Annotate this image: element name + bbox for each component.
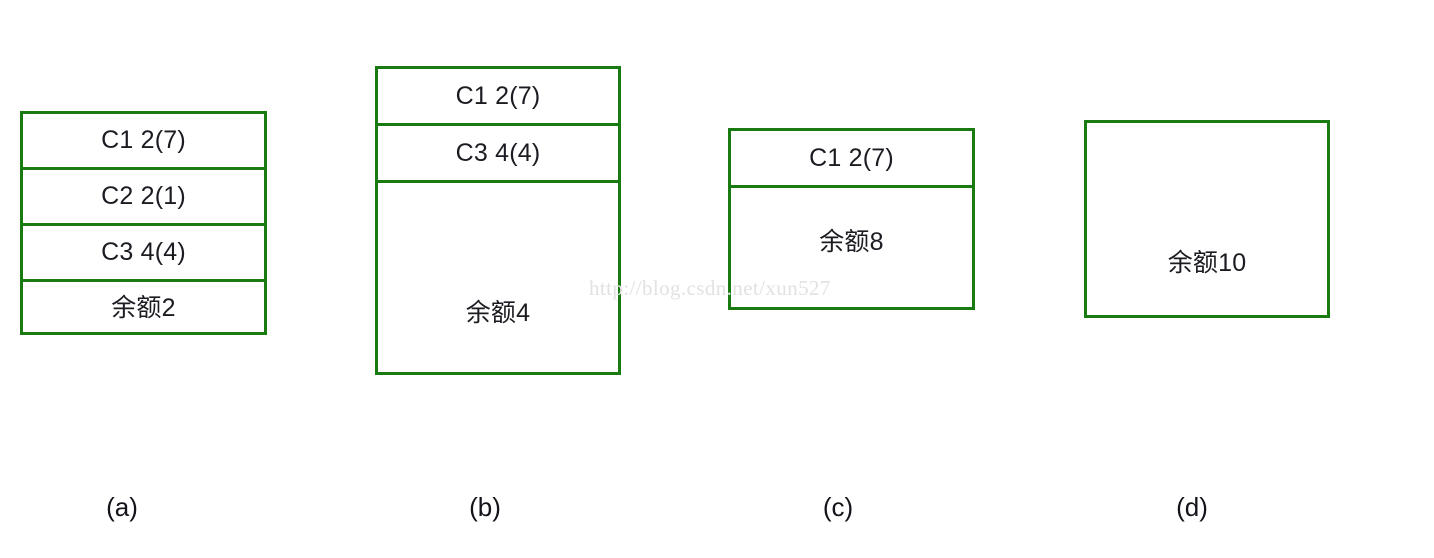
memory-cell-a-0: C1 2(7) [23,114,264,170]
memory-cell-b-0: C1 2(7) [378,69,618,126]
figure-caption-a: (a) [106,492,138,522]
memory-cell-a-1: C2 2(1) [23,170,264,226]
figure-caption-b: (b) [469,492,501,522]
memory-cell-label: C3 4(4) [455,138,541,167]
memory-cell-label: 余额10 [1167,249,1247,277]
memory-cell-d-0-free: 余额10 [1087,123,1327,315]
memory-cell-a-3-free: 余额2 [23,282,264,335]
memory-block-b: C1 2(7) C3 4(4) 余额4 [375,66,621,375]
memory-block-a: C1 2(7) C2 2(1) C3 4(4) 余额2 [20,111,267,335]
memory-cell-label: 余额8 [819,228,884,256]
figure-caption-d: (d) [1176,492,1208,522]
memory-cell-b-1: C3 4(4) [378,126,618,183]
memory-block-d: 余额10 [1084,120,1330,318]
memory-cell-c-1-free: 余额8 [731,188,972,307]
memory-cell-a-2: C3 4(4) [23,226,264,282]
memory-cell-label: 余额2 [111,294,176,322]
memory-block-c: C1 2(7) 余额8 [728,128,975,310]
memory-cell-label: C1 2(7) [809,143,894,172]
memory-cell-label: C1 2(7) [455,81,541,110]
memory-cell-label: C1 2(7) [101,126,186,154]
memory-cell-b-2-free: 余额4 [378,183,618,372]
figure-caption-c: (c) [822,492,854,522]
memory-cell-c-0: C1 2(7) [731,131,972,188]
memory-cell-label: C2 2(1) [101,182,186,210]
memory-cell-label: C3 4(4) [101,238,186,266]
watermark-text: http://blog.csdn.net/xun527 [589,276,831,300]
memory-cell-label: 余额4 [465,299,531,327]
